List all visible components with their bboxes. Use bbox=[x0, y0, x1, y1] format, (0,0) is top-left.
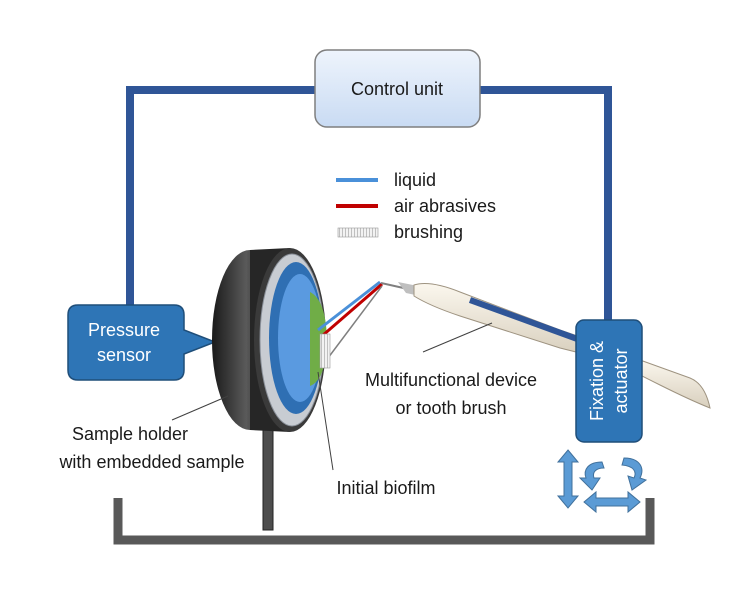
pressure-sensor-line1: Pressure bbox=[88, 320, 160, 340]
device-leader bbox=[422, 322, 493, 353]
vertical-arrow-icon bbox=[556, 449, 580, 509]
base-frame bbox=[113, 498, 655, 545]
pressure-sensor-box: Pressure sensor bbox=[67, 304, 218, 381]
wire-sensor-to-control bbox=[126, 86, 315, 312]
biofilm-leader bbox=[317, 371, 334, 471]
rotation-arrow-right-icon bbox=[621, 457, 648, 491]
sample-holder-leader bbox=[171, 395, 229, 421]
legend-liquid-label: liquid bbox=[394, 170, 436, 190]
support-post bbox=[262, 419, 274, 531]
legend-brushing-swatch bbox=[337, 227, 379, 238]
actuator-line1: Fixation & bbox=[587, 341, 607, 421]
legend-brushing-label: brushing bbox=[394, 222, 463, 242]
legend-air-label: air abrasives bbox=[394, 196, 496, 216]
horizontal-arrow-icon bbox=[583, 490, 641, 514]
multifunctional-device bbox=[380, 282, 711, 409]
motion-arrows-icon bbox=[556, 449, 648, 514]
brush-head bbox=[319, 333, 331, 369]
rotation-arrow-icon bbox=[578, 461, 605, 491]
air-abrasive-line bbox=[321, 282, 383, 338]
control-unit-box: Control unit bbox=[314, 49, 481, 128]
wire-control-to-actuator bbox=[480, 86, 612, 320]
sample-holder-line2: with embedded sample bbox=[58, 452, 244, 472]
device-line1: Multifunctional device bbox=[365, 370, 537, 390]
pressure-sensor-line2: sensor bbox=[97, 345, 151, 365]
brush-spray-line bbox=[324, 285, 383, 363]
liquid-spray-line bbox=[317, 280, 381, 332]
sample-holder-line1: Sample holder bbox=[72, 424, 188, 444]
control-unit-label: Control unit bbox=[351, 79, 443, 99]
actuator-line2: actuator bbox=[611, 348, 631, 413]
biofilm-label: Initial biofilm bbox=[336, 478, 435, 498]
device-line2: or tooth brush bbox=[395, 398, 506, 418]
sample-holder-disc bbox=[212, 248, 327, 432]
legend: liquid air abrasives brushing bbox=[336, 170, 496, 242]
actuator-box: Fixation & actuator bbox=[575, 319, 643, 443]
